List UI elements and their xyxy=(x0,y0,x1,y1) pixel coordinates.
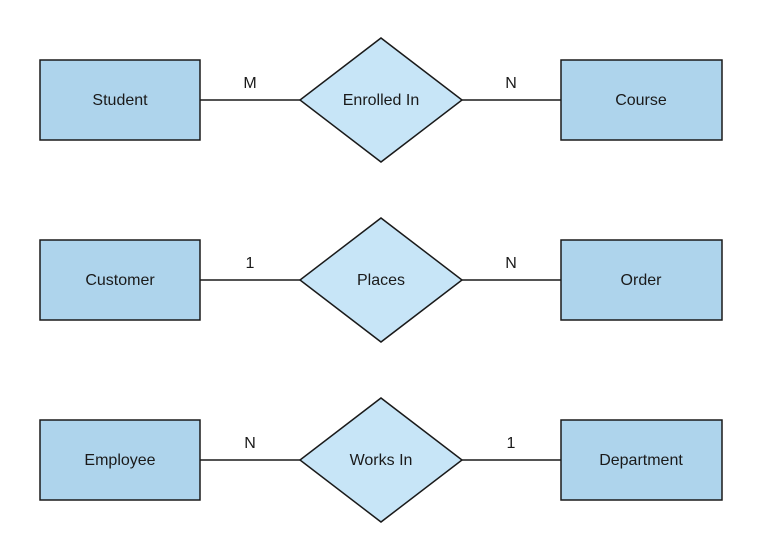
entity-order-label: Order xyxy=(621,272,663,289)
entity-customer-label: Customer xyxy=(85,272,155,289)
cardinality-label-right: 1 xyxy=(507,435,516,452)
relationship-places-diamond xyxy=(298,217,464,343)
relationship-row-employee-department: Employee Works In Department N 1 xyxy=(39,397,723,523)
relationship-works-in-label: Works In xyxy=(350,452,413,469)
relationship-enrolled-in-label: Enrolled In xyxy=(343,92,420,109)
entity-order-box xyxy=(560,239,723,321)
cardinality-label-right: N xyxy=(505,255,517,272)
entity-student-label: Student xyxy=(92,92,148,109)
relationship-row-student-course: Student Enrolled In Course M N xyxy=(39,37,723,163)
entity-department-label: Department xyxy=(599,452,683,469)
entity-department-box xyxy=(560,419,723,501)
cardinality-label-right: N xyxy=(505,75,517,92)
cardinality-label-left: M xyxy=(243,75,256,92)
relationship-works-in-diamond xyxy=(298,397,464,523)
relationship-enrolled-in-diamond xyxy=(298,37,464,163)
entity-employee-box xyxy=(39,419,201,501)
cardinality-label-left: N xyxy=(244,435,256,452)
relationship-row-customer-order: Customer Places Order 1 N xyxy=(39,217,723,343)
entity-course-label: Course xyxy=(615,92,667,109)
entity-student-box xyxy=(39,59,201,141)
entity-customer-box xyxy=(39,239,201,321)
entity-course-box xyxy=(560,59,723,141)
entity-employee-label: Employee xyxy=(84,452,155,469)
relationship-places-label: Places xyxy=(357,272,405,289)
cardinality-label-left: 1 xyxy=(246,255,255,272)
